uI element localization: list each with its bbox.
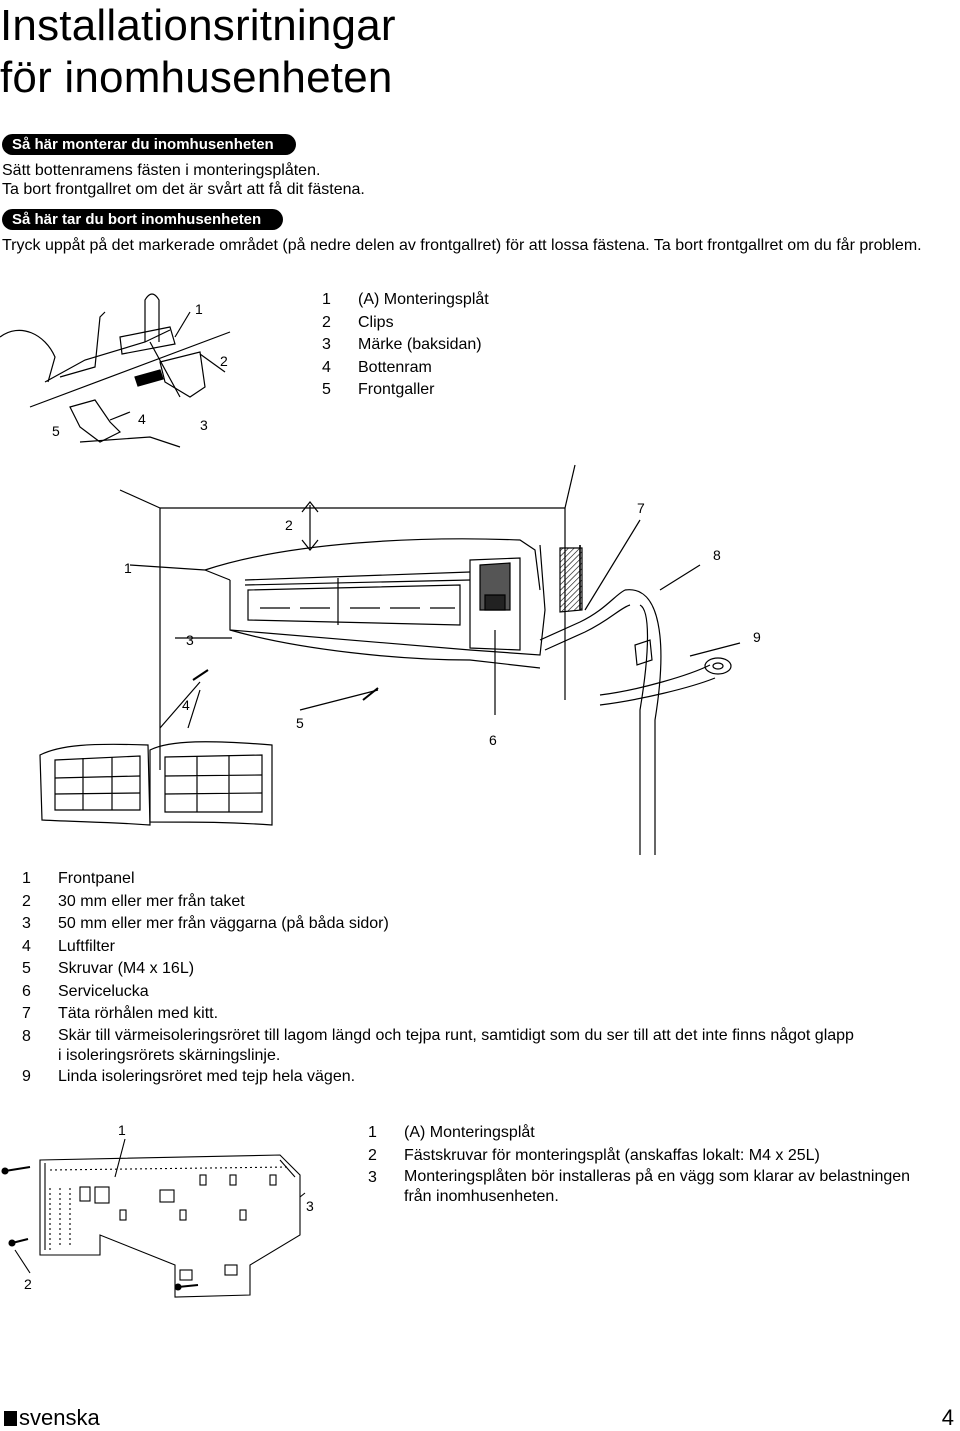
legend-label: Skär till värmeisoleringsröret till lago… (58, 1026, 854, 1044)
legend-item: 3 Märke (baksidan) (322, 334, 489, 357)
legend-label: (A) Monteringsplåt (358, 291, 489, 308)
legend-num: 3 (322, 336, 331, 353)
legend-num: 5 (22, 960, 31, 977)
fig1-callout-4: 4 (138, 411, 146, 427)
legend-num: 6 (22, 982, 31, 1000)
legend-item: 4 Bottenram (322, 357, 489, 380)
legend-item: 4 Luftfilter (22, 936, 854, 959)
legend-item: 2 30 mm eller mer från taket (22, 891, 854, 914)
legend-item: 3 50 mm eller mer från väggarna (på båda … (22, 913, 854, 936)
fig1-callout-2: 2 (220, 353, 228, 369)
legend-label: 50 mm eller mer från väggarna (på båda s… (58, 915, 389, 932)
legend-item: 1 (A) Monteringsplåt (322, 289, 489, 312)
fig1-callout-1: 1 (195, 301, 203, 317)
indoor-unit-installation-diagram (39, 464, 741, 855)
fig2-callout-3: 3 (186, 632, 194, 648)
legend-num: 4 (22, 937, 31, 955)
legend-num: 3 (22, 915, 31, 932)
legend-label: Monteringsplåten bör installeras på en v… (404, 1168, 911, 1185)
legend-label: Luftfilter (58, 937, 115, 955)
legend-item: 2 Clips (322, 312, 489, 335)
legend-label-continuation: i isoleringsrörets skärningslinje. (58, 1046, 281, 1064)
fig2-callout-4: 4 (182, 697, 190, 713)
fig3-callout-1: 1 (118, 1122, 126, 1138)
legend-item: 2 Fästskruvar för monteringsplåt (anskaff… (368, 1145, 910, 1168)
figure1-legend: 1 (A) Monteringsplåt 2 Clips 3 Märke (baksi… (322, 289, 489, 402)
legend-item: 9 Linda isoleringsröret med tejp hela väg… (22, 1066, 854, 1089)
legend-num: 2 (368, 1146, 377, 1164)
legend-label: Skruvar (M4 x 16L) (58, 960, 195, 977)
mount-instruction-2-text: Ta bort frontgallret om det är svårt att… (2, 180, 365, 200)
fig2-callout-1: 1 (124, 560, 132, 576)
fig2-callout-6: 6 (489, 732, 497, 748)
legend-item: 5 Frontgaller (322, 379, 489, 402)
mount-instruction-1: Sätt bottenramens fästen i monteringsplå… (2, 162, 321, 179)
legend-item: 1 (A) Monteringsplåt (368, 1122, 910, 1145)
legend-num: 2 (322, 313, 331, 331)
footer-language: svenska (4, 1405, 100, 1431)
legend-label: Servicelucka (58, 982, 149, 1000)
legend-num: 8 (22, 1027, 31, 1045)
legend-item: 1 Frontpanel (22, 868, 854, 891)
fig2-callout-8: 8 (713, 547, 721, 563)
fig3-callout-3: 3 (306, 1198, 314, 1214)
fig2-callout-2: 2 (285, 517, 293, 533)
fig2-callout-5: 5 (296, 715, 304, 731)
page-title-line1: Installationsritningar (0, 1, 396, 50)
legend-label: Fästskruvar för monteringsplåt (anskaffa… (404, 1146, 820, 1164)
legend-num: 4 (322, 358, 331, 376)
legend-label: Täta rörhålen med kitt. (58, 1005, 219, 1022)
page-title-line2: för inomhusenheten (0, 53, 393, 102)
fig2-callout-9: 9 (753, 629, 761, 645)
section-heading-mount: Så här monterar du inomhusenheten (2, 134, 296, 155)
figure2-callouts: 1 2 3 4 5 6 7 8 9 (124, 500, 761, 748)
section-heading-remove: Så här tar du bort inomhusenheten (2, 209, 284, 230)
bottom-frame-hook-diagram (0, 293, 231, 448)
legend-num: 7 (22, 1005, 31, 1022)
fig1-callout-3: 3 (200, 417, 208, 433)
legend-label: Linda isoleringsröret med tejp hela väge… (58, 1067, 356, 1085)
page-title: Installationsritningar för inomhusenhete… (0, 0, 396, 104)
legend-label: Märke (baksidan) (358, 336, 482, 353)
remove-instruction: Tryck uppåt på det markerade området (på… (2, 237, 922, 254)
page-number: 4 (941, 1405, 954, 1430)
legend-item: 6 Servicelucka (22, 981, 854, 1004)
legend-label: 30 mm eller mer från taket (58, 892, 245, 910)
legend-item: 8 Skär till värmeisoleringsröret till lag… (22, 1026, 854, 1066)
legend-num: 3 (368, 1169, 377, 1186)
figure3-callouts: 1 2 3 (24, 1122, 314, 1292)
legend-item: 5 Skruvar (M4 x 16L) (22, 958, 854, 981)
legend-num: 5 (322, 381, 331, 398)
bullet-square-icon (4, 1411, 17, 1426)
legend-num: 1 (368, 1124, 377, 1141)
figure3-legend: 1 (A) Monteringsplåt 2 Fästskruvar för mon… (368, 1122, 910, 1207)
legend-label: Frontpanel (58, 870, 135, 887)
legend-item: 3 Monteringsplåten bör installeras på en … (368, 1167, 910, 1207)
mounting-plate-diagram (1, 1138, 306, 1298)
fig1-callout-5: 5 (52, 423, 60, 439)
legend-label: (A) Monteringsplåt (404, 1124, 535, 1141)
legend-num: 1 (322, 291, 331, 308)
fig2-callout-7: 7 (637, 500, 645, 516)
legend-num: 2 (22, 892, 31, 910)
footer-language-label: svenska (19, 1405, 100, 1430)
legend-label: Frontgaller (358, 381, 435, 398)
legend-label: Bottenram (358, 358, 432, 376)
figure1-callouts: 1 2 3 4 5 (52, 301, 228, 439)
legend-num: 1 (22, 870, 31, 887)
legend-num: 9 (22, 1067, 31, 1085)
fig3-callout-2: 2 (24, 1276, 32, 1292)
legend-label-continuation: från inomhusenheten. (404, 1188, 559, 1205)
legend-item: 7 Täta rörhålen med kitt. (22, 1003, 854, 1026)
legend-label: Clips (358, 313, 394, 331)
